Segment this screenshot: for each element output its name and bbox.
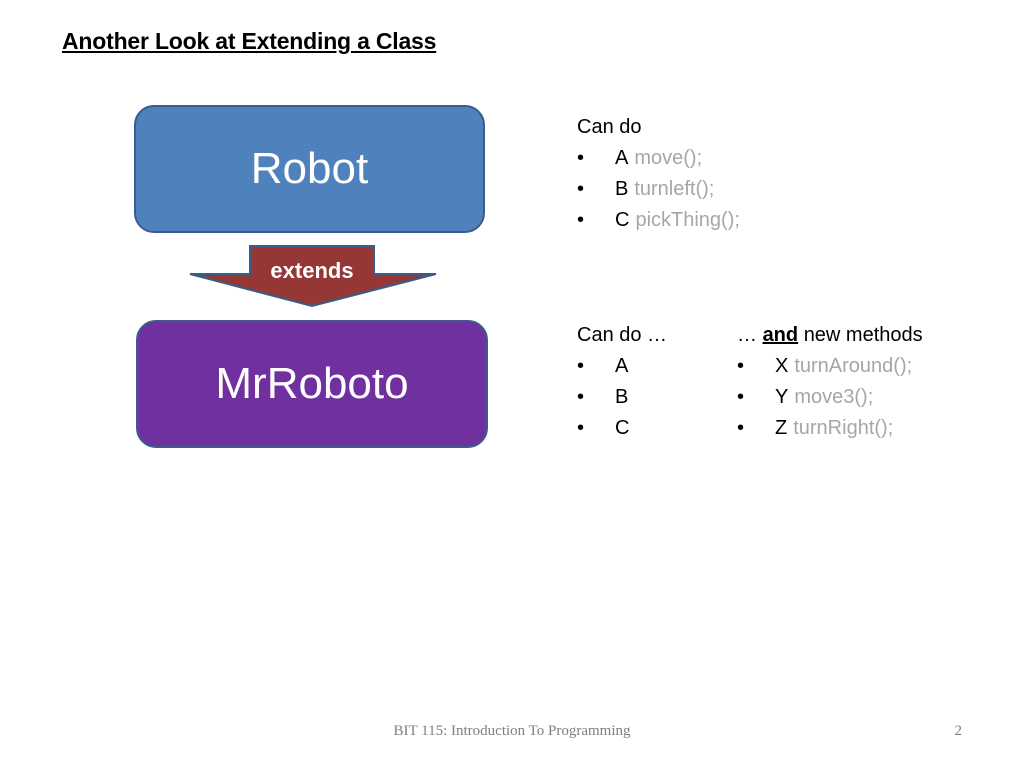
method-name: turnleft(); bbox=[634, 178, 715, 200]
slide-footer: BIT 115: Introduction To Programming bbox=[393, 723, 631, 739]
list-item: •A bbox=[577, 351, 667, 382]
mrroboto-new-heading: … and new methods bbox=[737, 320, 923, 351]
bullet: • bbox=[577, 355, 585, 377]
bullet: • bbox=[737, 417, 745, 439]
method-name: turnRight(); bbox=[793, 417, 894, 439]
method-letter: B bbox=[615, 386, 629, 408]
method-letter: A bbox=[615, 355, 629, 377]
method-name: move(); bbox=[634, 147, 703, 169]
bullet: • bbox=[577, 386, 585, 408]
method-letter: X bbox=[775, 355, 789, 377]
mrroboto-inherited-heading: Can do … bbox=[577, 324, 668, 346]
method-letter: A bbox=[615, 147, 629, 169]
method-letter: B bbox=[615, 178, 629, 200]
method-letter: C bbox=[615, 209, 630, 231]
mrroboto-class-box: MrRoboto bbox=[136, 320, 488, 448]
robot-methods-heading: Can do bbox=[577, 116, 642, 138]
list-item: •C bbox=[577, 413, 667, 444]
robot-class-label: Robot bbox=[250, 144, 369, 193]
method-letter: C bbox=[615, 417, 630, 439]
slide-title: Another Look at Extending a Class bbox=[62, 28, 437, 54]
bullet: • bbox=[737, 386, 745, 408]
extends-label: extends bbox=[270, 258, 353, 283]
method-name: pickThing(); bbox=[635, 209, 740, 231]
bullet: • bbox=[737, 355, 745, 377]
robot-class-box: Robot bbox=[134, 105, 485, 233]
bullet: • bbox=[577, 417, 585, 439]
bullet: • bbox=[577, 147, 585, 169]
bullet: • bbox=[577, 178, 585, 200]
heading-ellipsis: … bbox=[737, 324, 757, 346]
list-item: •B bbox=[577, 382, 667, 413]
extends-arrow: extends bbox=[189, 245, 437, 308]
method-letter: Y bbox=[775, 386, 789, 408]
page-number: 2 bbox=[954, 723, 963, 739]
extends-arrow-shape bbox=[189, 245, 437, 308]
heading-and: and bbox=[762, 324, 799, 346]
heading-suffix: new methods bbox=[803, 324, 923, 346]
method-letter: Z bbox=[775, 417, 788, 439]
method-name: turnAround(); bbox=[794, 355, 913, 377]
method-name: move3(); bbox=[794, 386, 874, 408]
bullet: • bbox=[577, 209, 585, 231]
mrroboto-class-label: MrRoboto bbox=[215, 359, 409, 408]
mrroboto-inherited-list: Can do … •A •B •C bbox=[577, 320, 667, 444]
